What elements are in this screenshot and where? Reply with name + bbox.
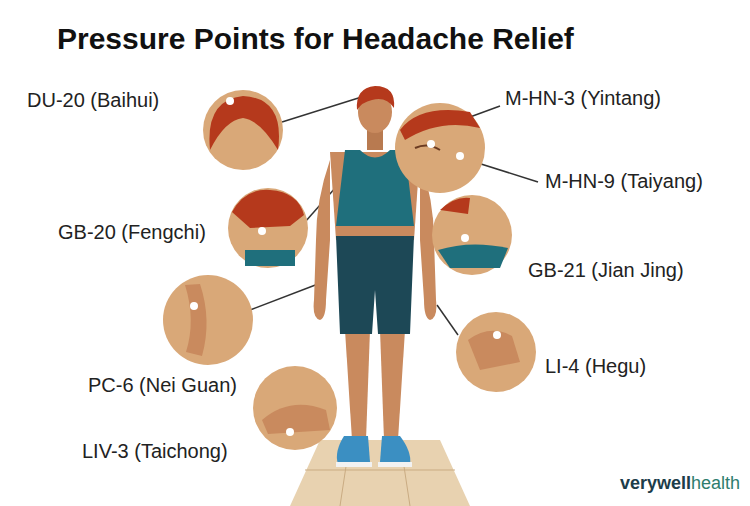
logo: verywellhealth bbox=[620, 473, 740, 494]
floor bbox=[290, 440, 470, 506]
floor-tiles bbox=[305, 440, 455, 506]
point-label: LI-4 (Hegu) bbox=[545, 355, 646, 378]
point-label: GB-21 (Jian Jing) bbox=[528, 259, 684, 282]
point-label: GB-20 (Fengchi) bbox=[58, 221, 206, 244]
title: Pressure Points for Headache Relief bbox=[57, 22, 574, 56]
point-label: DU-20 (Baihui) bbox=[27, 89, 159, 112]
point-label: LIV-3 (Taichong) bbox=[82, 440, 228, 463]
point-label: PC-6 (Nei Guan) bbox=[88, 374, 237, 397]
point-label: M-HN-9 (Taiyang) bbox=[545, 170, 703, 193]
logo-text: verywell bbox=[620, 473, 691, 494]
point-label: M-HN-3 (Yintang) bbox=[505, 87, 661, 110]
logo-text: health bbox=[691, 473, 740, 494]
